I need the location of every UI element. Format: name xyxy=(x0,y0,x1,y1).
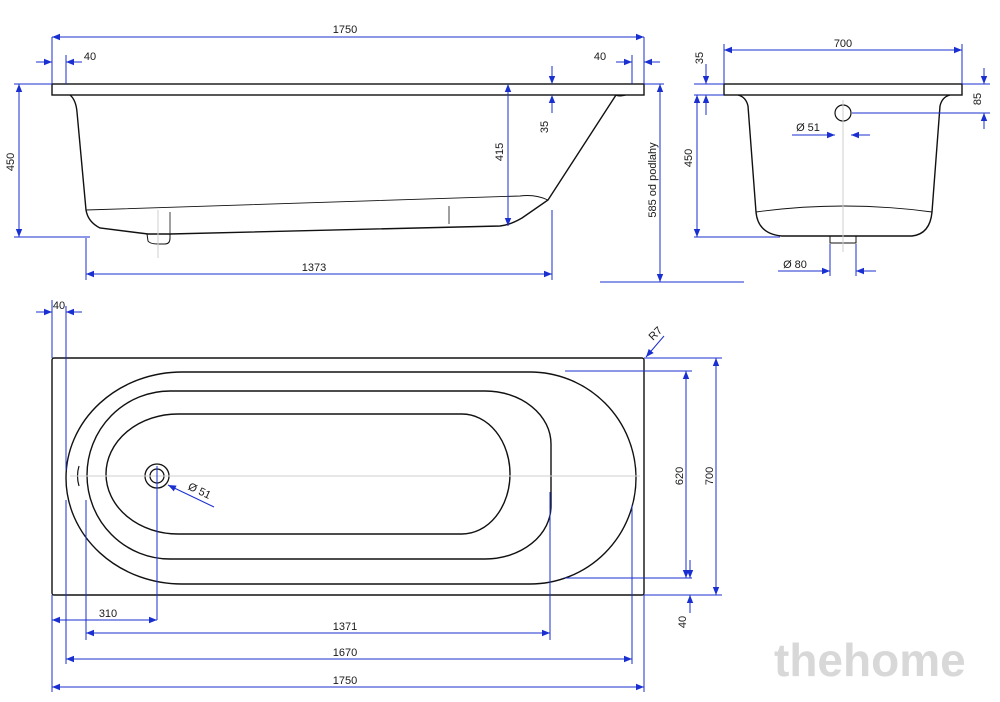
top-view-outline xyxy=(51,357,645,596)
top-inner-width: 620 xyxy=(674,467,686,485)
top-view: 40 R7 620 700 40 Ø 51 310 1371 1670 1750 xyxy=(36,300,722,692)
top-corner-radius: R7 xyxy=(647,325,665,343)
side-view-dimensions xyxy=(14,33,744,283)
side-view: 1750 40 40 450 415 35 1373 585 od podlah… xyxy=(5,24,744,283)
side-rim-thickness: 35 xyxy=(539,121,551,133)
top-inner-length: 1371 xyxy=(333,621,357,633)
end-drain-diameter: Ø 80 xyxy=(783,259,807,271)
side-view-outline xyxy=(51,83,645,245)
top-drain-diameter: Ø 51 xyxy=(186,481,213,502)
side-inner-depth: 415 xyxy=(494,143,506,161)
side-height: 450 xyxy=(5,153,17,171)
end-view-dimensions xyxy=(693,44,990,276)
watermark-logo: thehome xyxy=(774,634,966,686)
top-total-length: 1750 xyxy=(333,675,357,687)
end-height: 450 xyxy=(683,149,695,167)
top-total-width: 700 xyxy=(704,467,716,485)
end-view-outline xyxy=(723,83,963,244)
end-overflow-height: 85 xyxy=(972,93,984,105)
end-rim-thickness: 35 xyxy=(694,52,706,64)
side-floor-length: 1373 xyxy=(302,262,326,274)
top-rim-bottom: 40 xyxy=(677,616,689,628)
end-view: 700 35 85 450 Ø 51 Ø 80 xyxy=(683,38,990,276)
side-rim-right: 40 xyxy=(594,51,606,63)
side-rim-left: 40 xyxy=(84,51,96,63)
side-total-length: 1750 xyxy=(333,24,357,36)
top-drain-offset: 310 xyxy=(99,608,117,620)
end-overflow-diameter: Ø 51 xyxy=(796,122,820,134)
side-height-from-floor: 585 od podlahy xyxy=(647,142,659,218)
end-width: 700 xyxy=(834,38,852,50)
top-rim-left: 40 xyxy=(53,300,65,312)
top-view-dimensions xyxy=(36,300,722,692)
top-usable-length: 1670 xyxy=(333,647,357,659)
